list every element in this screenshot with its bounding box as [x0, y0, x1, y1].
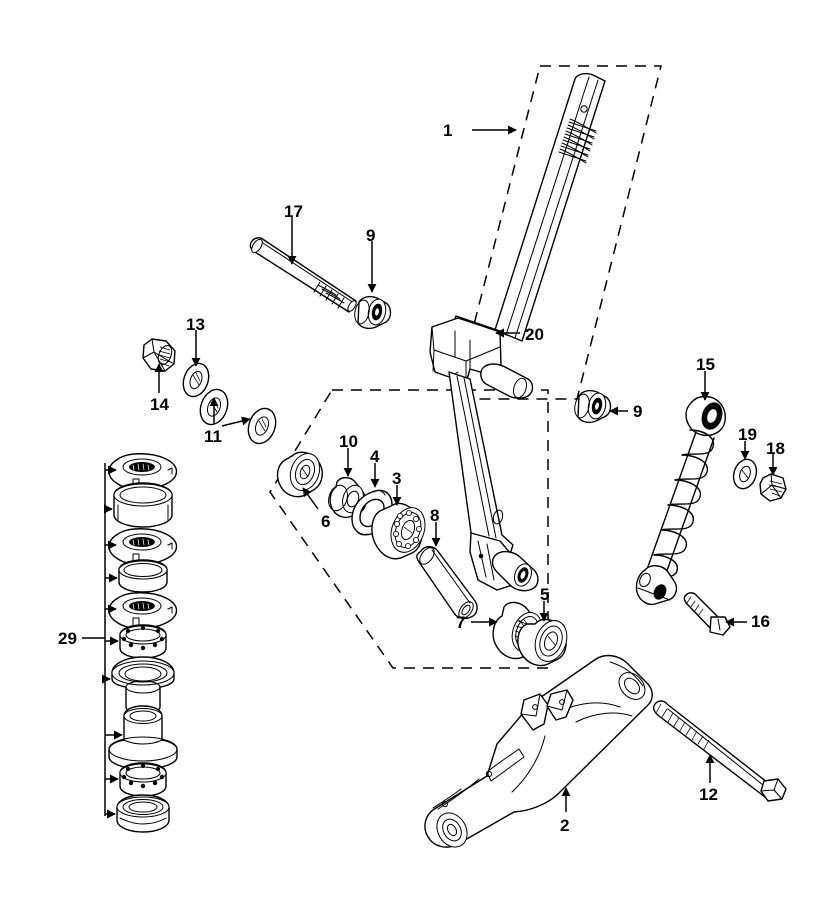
bearing-item-3: [108, 528, 178, 565]
bearing-item-1: [108, 453, 178, 490]
callout-label-18: 18: [766, 439, 785, 458]
part-shock-bolt-16: [683, 592, 731, 636]
part-bushing-collar-upper: [354, 295, 392, 330]
callout-label-17: 17: [284, 202, 303, 221]
callout-label-13: 13: [186, 315, 205, 334]
part-dust-seal-cap-6: [276, 451, 323, 498]
bearing-item-8: [108, 705, 178, 770]
part-axle-shaft: [249, 237, 357, 313]
part-ball-bearing-3: [371, 502, 426, 560]
bearing-item-9: [119, 762, 167, 797]
callout-label-29: 29: [58, 629, 77, 648]
callout-label-9-lower: 9: [633, 402, 643, 421]
callout-label-11: 11: [204, 427, 222, 446]
bearing-item-2: [113, 482, 173, 528]
part-washer-11b: [247, 407, 277, 445]
callout-label-14: 14: [150, 395, 169, 414]
bearing-item-6: [119, 624, 167, 659]
part-lower-fork-leg: [429, 317, 539, 592]
callout-label-15: 15: [696, 355, 715, 374]
callout-label-4: 4: [370, 447, 380, 466]
callout-label-2: 2: [560, 816, 570, 835]
part-lock-nut-14: [142, 338, 176, 372]
callout-label-10: 10: [339, 432, 358, 451]
bearing-item-7: [111, 656, 175, 715]
callout-leader-lines: [154, 125, 778, 812]
callout-label-5: 5: [540, 585, 550, 604]
part-lock-nut-18: [759, 473, 787, 502]
part-pivot-bolt-12: [652, 700, 787, 802]
callout-label-16: 16: [751, 612, 770, 631]
bearing-item-5: [108, 592, 178, 629]
part-bearing-stack-29: [82, 453, 178, 833]
part-distance-collar-8: [416, 546, 478, 620]
part-swingarm-2: [424, 654, 653, 848]
part-washer-19: [732, 458, 758, 490]
part-washer-13: [182, 362, 210, 398]
callout-label-9-upper: 9: [366, 226, 376, 245]
part-rear-shock-absorber-15: [635, 395, 726, 606]
callout-label-12: 12: [699, 785, 718, 804]
part-front-fork-tube: [494, 72, 606, 342]
callout-label-20: 20: [525, 325, 544, 344]
callout-label-6: 6: [321, 512, 331, 531]
bearing-item-10: [116, 794, 170, 833]
callout-label-8: 8: [430, 506, 440, 525]
part-bushing-collar-lower: [574, 389, 612, 424]
callout-label-7: 7: [456, 613, 466, 632]
part-oil-seal-5: [517, 618, 568, 667]
callout-label-1: 1: [443, 121, 453, 140]
bearing-item-4: [118, 559, 168, 593]
callout-label-19: 19: [738, 425, 757, 444]
callout-label-3: 3: [392, 469, 402, 488]
